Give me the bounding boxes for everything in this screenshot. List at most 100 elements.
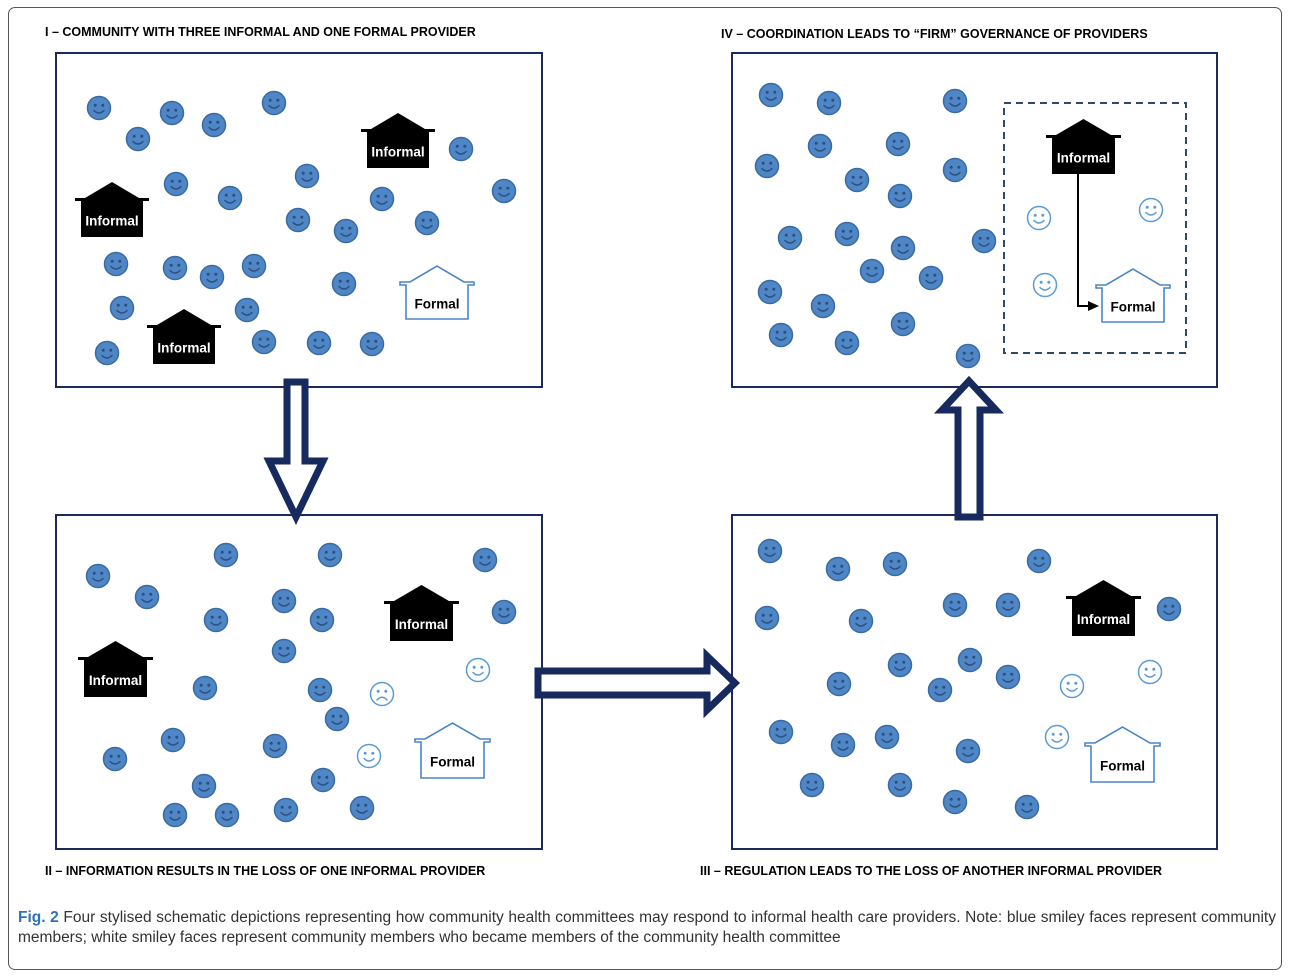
community-member-icon (307, 677, 333, 703)
community-member-icon (942, 157, 968, 183)
community-member-icon (957, 647, 983, 673)
community-member-icon (927, 677, 953, 703)
informal-provider-building-icon: Informal (1066, 580, 1141, 636)
community-member-icon (757, 538, 783, 564)
community-member-icon (162, 255, 188, 281)
community-member-icon (887, 772, 913, 798)
figure-frame (8, 7, 1282, 970)
community-member-icon (942, 592, 968, 618)
panel-title-3: III – REGULATION LEADS TO THE LOSS OF AN… (700, 864, 1163, 878)
community-member-icon (810, 293, 836, 319)
community-member-icon (834, 330, 860, 356)
community-member-icon (285, 207, 311, 233)
community-member-icon (830, 732, 856, 758)
community-member-icon (273, 797, 299, 823)
community-member-icon (882, 551, 908, 577)
community-member-icon (213, 542, 239, 568)
panel-4 (731, 52, 1218, 388)
community-member-icon (214, 802, 240, 828)
figure-label: Fig. 2 (18, 909, 59, 926)
community-member-icon (349, 795, 375, 821)
community-member-icon (1026, 548, 1052, 574)
community-member-icon (942, 789, 968, 815)
community-member-icon (192, 675, 218, 701)
informal-provider-label: Informal (89, 673, 142, 688)
community-member-icon (472, 547, 498, 573)
community-member-icon (995, 592, 1021, 618)
community-member-icon (160, 727, 186, 753)
community-member-icon (333, 218, 359, 244)
panel-title-4: IV – COORDINATION LEADS TO “FIRM” GOVERN… (721, 27, 1148, 41)
arrow-down-icon (263, 378, 329, 526)
community-member-icon (309, 607, 335, 633)
arrow-up-icon (933, 375, 1005, 521)
community-member-icon (995, 664, 1021, 690)
committee-member-icon (1044, 724, 1070, 750)
community-member-icon (799, 772, 825, 798)
community-member-icon (491, 599, 517, 625)
community-member-icon (754, 153, 780, 179)
committee-member-icon (1059, 673, 1085, 699)
informal-provider-building-icon: Informal (78, 641, 153, 697)
formal-provider-label: Formal (1110, 300, 1155, 315)
community-member-icon (359, 331, 385, 357)
community-member-icon (491, 178, 517, 204)
informal-provider-label: Informal (85, 214, 138, 229)
formal-provider-label: Formal (414, 297, 459, 312)
community-member-icon (859, 258, 885, 284)
community-member-icon (885, 131, 911, 157)
informal-provider-building-icon: Informal (147, 309, 221, 364)
community-member-icon (768, 322, 794, 348)
community-member-icon (191, 773, 217, 799)
community-member-icon (768, 719, 794, 745)
community-member-icon (1014, 794, 1040, 820)
community-member-icon (1156, 596, 1182, 622)
committee-member-icon (356, 743, 382, 769)
community-member-icon (890, 235, 916, 261)
community-member-icon (834, 221, 860, 247)
community-member-icon (201, 112, 227, 138)
community-member-icon (294, 163, 320, 189)
community-member-icon (102, 746, 128, 772)
community-member-icon (918, 265, 944, 291)
community-member-icon (86, 95, 112, 121)
community-member-icon (874, 724, 900, 750)
committee-member-icon (1026, 205, 1052, 231)
arrowhead-icon (1088, 301, 1099, 311)
sad-committee-member-icon (369, 681, 395, 707)
informal-to-formal-arrow (1077, 174, 1090, 307)
community-member-icon (887, 183, 913, 209)
community-member-icon (414, 210, 440, 236)
community-member-icon (271, 588, 297, 614)
informal-provider-building-icon: Informal (1046, 119, 1121, 174)
community-member-icon (826, 671, 852, 697)
committee-boundary (1003, 102, 1187, 354)
community-member-icon (777, 225, 803, 251)
diagram-canvas: InformalInformalInformalFormalInformalIn… (75, 82, 1187, 828)
community-member-icon (807, 133, 833, 159)
informal-provider-building-icon: Informal (384, 585, 459, 641)
committee-member-icon (1138, 197, 1164, 223)
committee-member-icon (1137, 659, 1163, 685)
community-member-icon (261, 90, 287, 116)
community-member-icon (754, 605, 780, 631)
formal-provider-building-icon: Formal (1084, 726, 1161, 783)
community-member-icon (109, 295, 135, 321)
community-member-icon (848, 608, 874, 634)
community-member-icon (971, 228, 997, 254)
community-member-icon (199, 264, 225, 290)
committee-member-icon (465, 657, 491, 683)
formal-provider-label: Formal (1100, 759, 1145, 774)
community-member-icon (241, 253, 267, 279)
community-member-icon (134, 584, 160, 610)
community-member-icon (942, 88, 968, 114)
community-member-icon (310, 767, 336, 793)
community-member-icon (887, 652, 913, 678)
community-member-icon (217, 185, 243, 211)
community-member-icon (85, 563, 111, 589)
formal-provider-building-icon: Formal (399, 265, 475, 320)
community-member-icon (234, 297, 260, 323)
caption-text: Four stylised schematic depictions repre… (18, 909, 1276, 946)
panel-title-2: II – INFORMATION RESULTS IN THE LOSS OF … (45, 864, 486, 878)
community-member-icon (955, 343, 981, 369)
